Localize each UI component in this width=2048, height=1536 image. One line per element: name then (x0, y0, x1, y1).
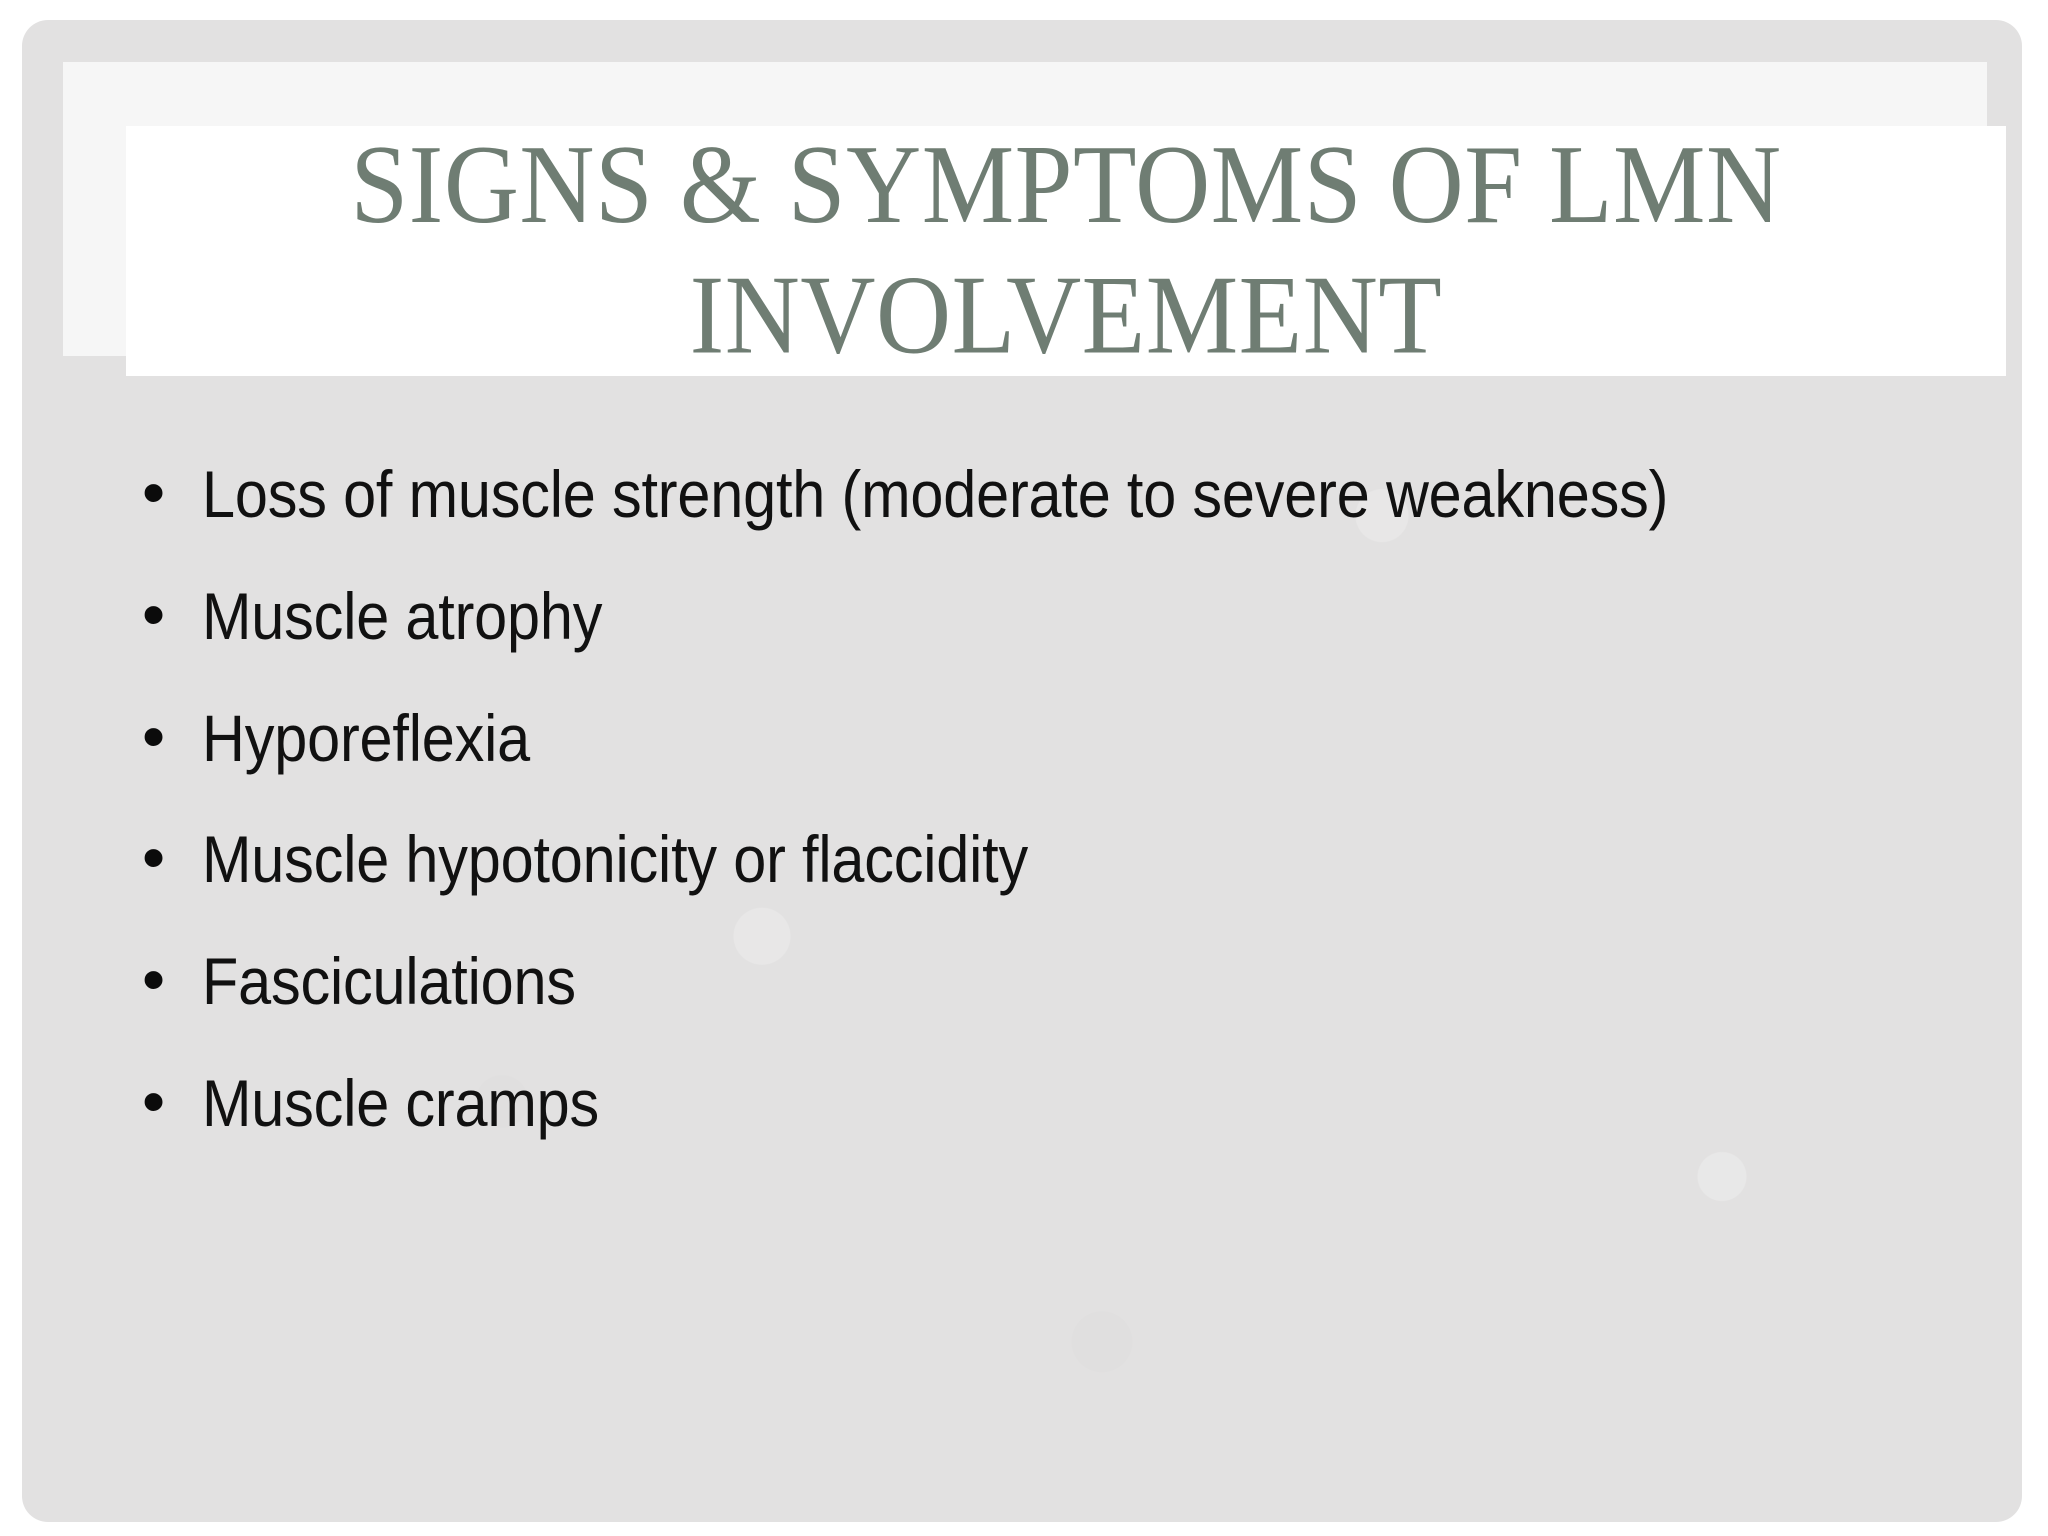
bullet-point-icon: • (142, 576, 166, 651)
bullet-point-icon: • (142, 942, 166, 1017)
content-placeholder: • Loss of muscle strength (moderate to s… (132, 452, 1952, 1183)
list-item-label: Muscle hypotonicity or flaccidity (202, 822, 1028, 897)
title-frame: SIGNS & SYMPTOMS OF LMN INVOLVEMENT (63, 62, 2006, 377)
list-item: • Muscle atrophy (132, 574, 1952, 660)
list-item-label: Fasciculations (202, 944, 576, 1019)
list-item-label: Hyporeflexia (202, 700, 530, 775)
presentation-slide: SIGNS & SYMPTOMS OF LMN INVOLVEMENT • Lo… (22, 20, 2022, 1522)
list-item: • Fasciculations (132, 939, 1952, 1025)
list-item: • Muscle hypotonicity or flaccidity (132, 817, 1952, 903)
list-item: • Hyporeflexia (132, 696, 1952, 782)
slide-title: SIGNS & SYMPTOMS OF LMN INVOLVEMENT (350, 122, 1782, 378)
list-item-label: Muscle cramps (202, 1065, 600, 1140)
bullet-point-icon: • (142, 820, 166, 895)
list-item: • Muscle cramps (132, 1061, 1952, 1147)
title-placeholder: SIGNS & SYMPTOMS OF LMN INVOLVEMENT (126, 123, 2006, 377)
bullet-point-icon: • (142, 1063, 166, 1138)
list-item: • Loss of muscle strength (moderate to s… (132, 452, 1952, 538)
bullet-point-icon: • (142, 455, 166, 529)
bullet-point-icon: • (142, 698, 166, 773)
list-item-label: Loss of muscle strength (moderate to sev… (202, 457, 1669, 531)
list-item-label: Muscle atrophy (202, 578, 603, 653)
